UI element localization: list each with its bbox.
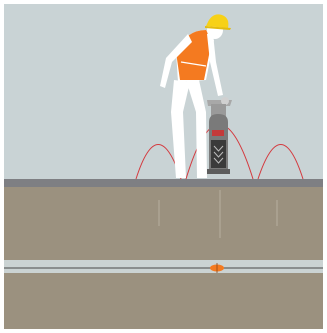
ground-surface [4,179,323,187]
sky-background [4,4,323,180]
soil-layer-upper [4,187,323,260]
cable-trench-band [4,260,323,273]
soil-layer-lower [4,273,323,329]
device-label-panel [211,140,226,168]
